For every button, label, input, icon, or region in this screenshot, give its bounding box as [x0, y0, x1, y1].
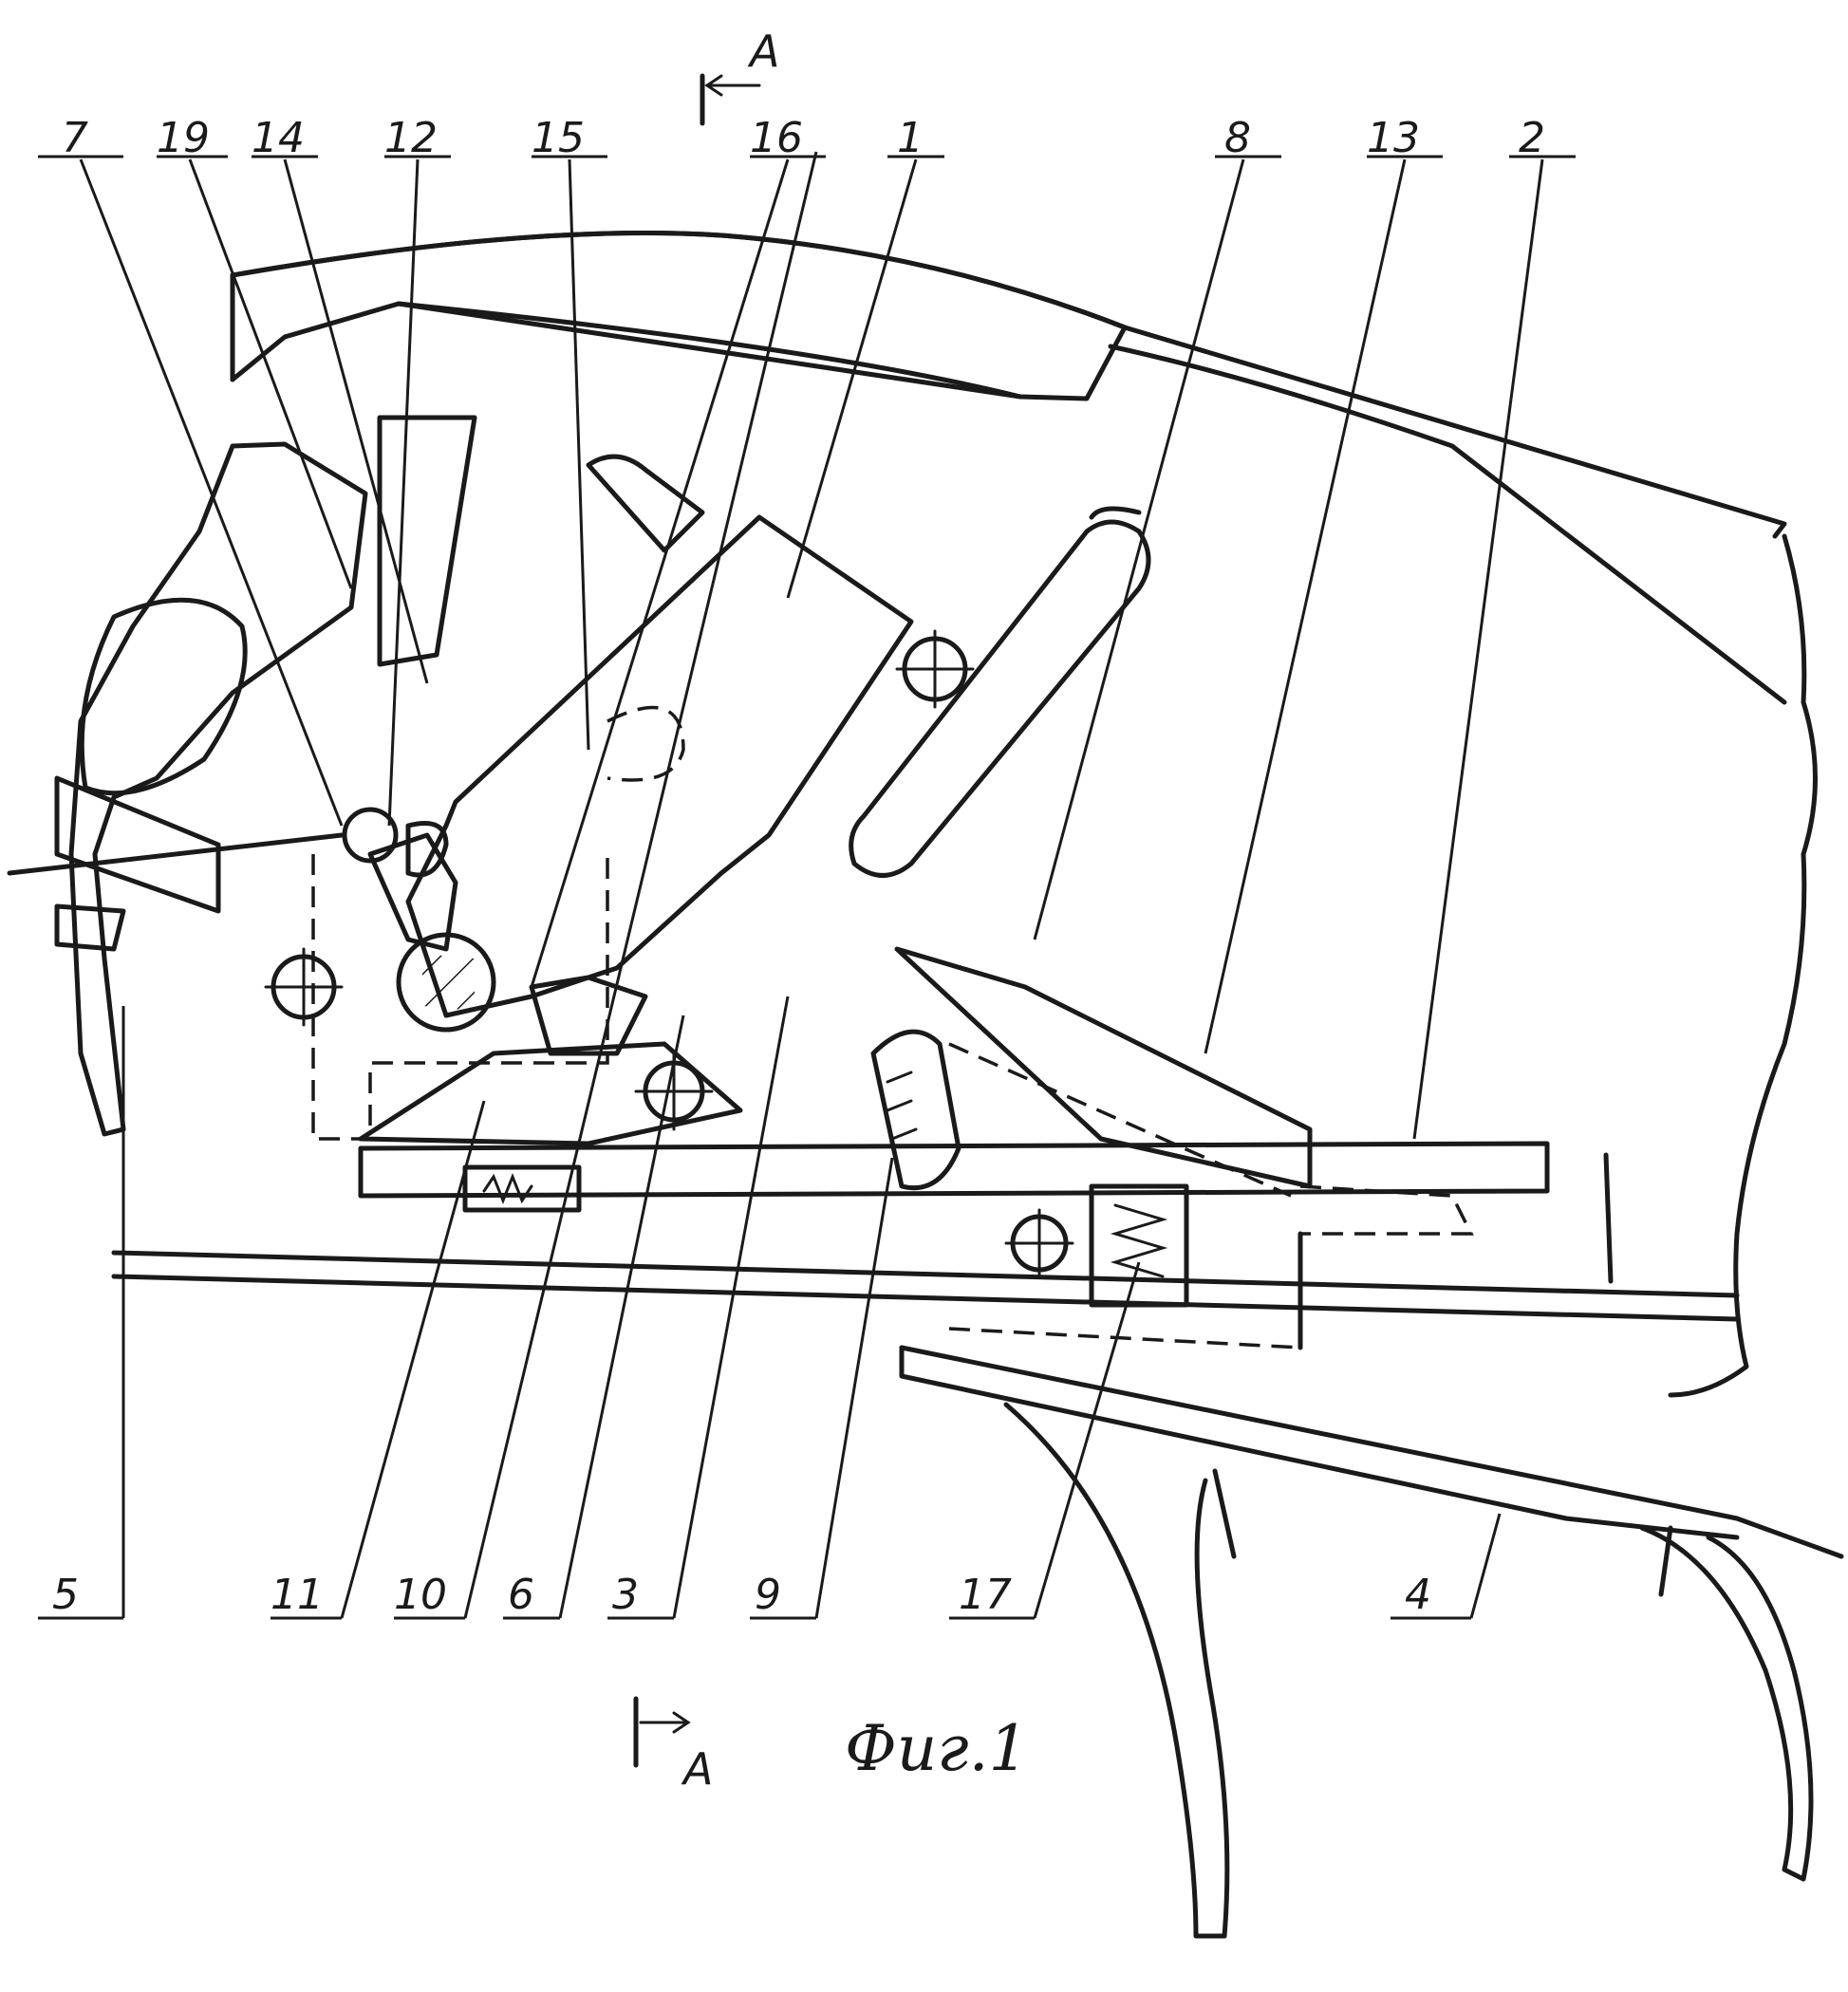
- hammer-part: [380, 418, 973, 1015]
- callout-14: 14: [252, 114, 305, 162]
- callout-16: 16: [750, 114, 803, 162]
- section-label-top: A: [747, 26, 779, 77]
- trigger-mechanism: [266, 810, 1841, 1936]
- callout-3: 3: [612, 1571, 639, 1619]
- callout-12: 12: [384, 114, 438, 162]
- disconnector-slot: [851, 509, 1148, 876]
- callout-11: 11: [271, 1571, 324, 1619]
- callout-17: 17: [959, 1571, 1012, 1619]
- receiver-housing: [114, 233, 1816, 1395]
- callout-5: 5: [52, 1571, 79, 1619]
- callout-9: 9: [755, 1571, 781, 1619]
- callout-19: 19: [157, 114, 210, 162]
- section-label-bottom: A: [681, 1743, 713, 1795]
- callout-6: 6: [508, 1571, 534, 1619]
- callout-4: 4: [1405, 1571, 1431, 1619]
- top-cover-section: [233, 233, 1125, 399]
- section-marker-top: A: [702, 26, 779, 123]
- callout-2: 2: [1519, 114, 1545, 162]
- callout-15: 15: [532, 114, 585, 162]
- section-marker-bottom: A: [636, 1699, 713, 1795]
- callout-8: 8: [1224, 114, 1251, 162]
- figure-caption: Фиг.1: [845, 1712, 1029, 1785]
- callout-7: 7: [62, 114, 88, 162]
- callout-10: 10: [394, 1571, 447, 1619]
- callout-13: 13: [1367, 114, 1420, 162]
- callout-1: 1: [897, 114, 924, 162]
